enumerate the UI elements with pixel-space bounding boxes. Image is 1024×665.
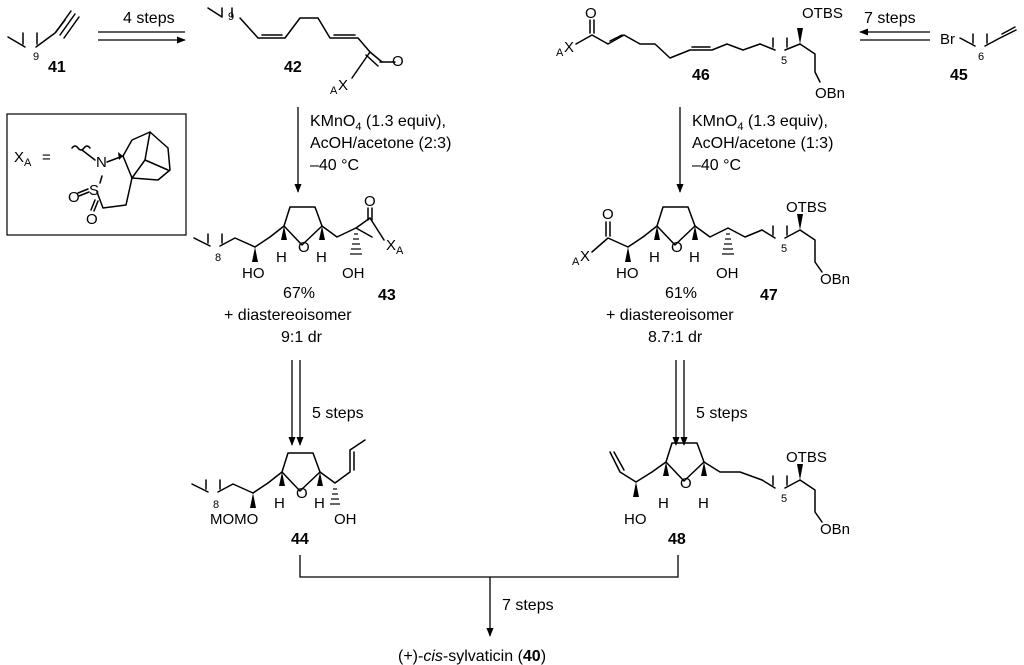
hydroxyl-label: HO [624, 511, 647, 528]
aux-subscript: A [556, 47, 564, 59]
aux-x: X [338, 77, 348, 94]
compound-41-structure: 9 41 [7, 10, 80, 76]
repeat-index: 8 [213, 499, 219, 511]
aux-label: XA [14, 149, 32, 169]
repeat-index: 6 [978, 51, 984, 63]
oxygen-atom: O [86, 211, 98, 228]
repeat-index: 9 [228, 11, 234, 23]
reagent-label: 7 steps [864, 10, 916, 27]
hydroxyl-label: OH [716, 265, 739, 282]
arrow-41-to-42: 4 steps [98, 10, 186, 44]
otbs-label: OTBS [786, 449, 827, 466]
ring-oxygen: O [671, 239, 683, 256]
diastereoisomer-47: + diastereoisomer [606, 307, 734, 324]
compound-44-structure: 8 MOMO O H H OH 44 [191, 439, 366, 548]
hydroxyl-label: OH [342, 265, 365, 282]
arrow-47-to-48: 5 steps [672, 360, 748, 446]
hydroxyl-label: HO [242, 265, 265, 282]
ring-oxygen: O [296, 485, 308, 502]
reagent-line-2: AcOH/acetone (2:3) [310, 135, 451, 152]
final-product-label: (+)-cis-sylvaticin (40) [398, 648, 546, 665]
reagent-label: 4 steps [123, 10, 175, 27]
reagent-label: 7 steps [502, 597, 554, 614]
hydroxyl-label: OH [334, 511, 357, 528]
repeat-index: 9 [33, 51, 39, 63]
auxiliary-box: XA = N S O O [6, 113, 187, 236]
aux-x: XA [386, 237, 404, 257]
compound-label-44: 44 [291, 531, 309, 548]
arrow-45-to-46: 7 steps [859, 10, 930, 41]
reagent-label: 5 steps [312, 405, 364, 422]
arrow-42-to-43: KMnO4 (1.3 equiv), AcOH/acetone (2:3) –4… [294, 107, 451, 193]
hydrogen-atom: H [276, 249, 287, 266]
aux-x: X [580, 248, 590, 265]
compound-label-47: 47 [760, 287, 778, 304]
obn-label: OBn [820, 521, 850, 538]
compound-48-structure: HO O H H 5 OTBS OBn 48 [609, 442, 850, 548]
compound-label-46: 46 [692, 67, 710, 84]
obn-label: OBn [815, 85, 845, 102]
otbs-label: OTBS [802, 5, 843, 22]
yield-43: 67% [283, 285, 315, 302]
aux-subscript: A [330, 85, 338, 97]
yield-47: 61% [665, 285, 697, 302]
arrow-43-to-44: 5 steps [288, 360, 364, 446]
repeat-index: 5 [781, 243, 787, 255]
hydrogen-atom: H [658, 495, 669, 512]
compound-47-structure: A X O HO O H H OH 5 OTBS OBn 47 61% + di… [572, 199, 850, 346]
equals-sign: = [42, 149, 51, 166]
compound-label-42: 42 [284, 59, 302, 76]
repeat-index: 8 [215, 252, 221, 264]
hydrogen-atom: H [689, 249, 700, 266]
hydrogen-atom: H [649, 249, 660, 266]
carbonyl-oxygen: O [602, 206, 614, 223]
aux-subscript: A [572, 256, 580, 268]
ring-oxygen: O [680, 475, 692, 492]
arrow-46-to-47: KMnO4 (1.3 equiv), AcOH/acetone (1:3) –4… [676, 107, 833, 193]
oxygen-atom: O [68, 189, 80, 206]
compound-43-structure: 8 HO O H H OH O XA 43 67% + diastereoiso… [193, 193, 404, 346]
aux-x: X [564, 39, 574, 56]
bromine-atom: Br [940, 31, 955, 48]
ring-oxygen: O [298, 239, 310, 256]
compound-label-48: 48 [668, 531, 686, 548]
dr-47: 8.7:1 dr [648, 329, 703, 346]
hydrogen-atom: H [698, 495, 709, 512]
repeat-index: 5 [781, 55, 787, 67]
otbs-label: OTBS [786, 199, 827, 216]
hydrogen-atom: H [316, 249, 327, 266]
oxygen-atom: O [392, 53, 404, 70]
compound-label-41: 41 [48, 59, 66, 76]
hydrogen-atom: H [314, 495, 325, 512]
compound-label-45: 45 [950, 67, 968, 84]
hydrogen-atom: H [274, 495, 285, 512]
reagent-line-3: –40 °C [310, 157, 359, 174]
reagent-line-1: KMnO4 (1.3 equiv), [692, 113, 828, 133]
compound-label-43: 43 [378, 287, 396, 304]
compound-45-structure: Br 6 45 [940, 26, 1017, 84]
reagent-label: 5 steps [696, 405, 748, 422]
compound-42-structure: 9 O A X 42 [207, 7, 404, 97]
reagent-line-2: AcOH/acetone (1:3) [692, 135, 833, 152]
sulfur-atom: S [89, 182, 99, 199]
mom-ether-label: MOMO [210, 511, 258, 528]
reagent-line-3: –40 °C [692, 157, 741, 174]
arrow-convergent: 7 steps [299, 555, 679, 637]
carbonyl-oxygen: O [364, 193, 376, 210]
hydroxyl-label: HO [616, 265, 639, 282]
repeat-index: 5 [781, 493, 787, 505]
carbonyl-oxygen: O [585, 5, 597, 22]
dr-43: 9:1 dr [281, 329, 323, 346]
obn-label: OBn [820, 271, 850, 288]
compound-46-structure: A X O 5 OTBS OBn 46 [556, 5, 845, 102]
reagent-line-1: KMnO4 (1.3 equiv), [310, 113, 446, 133]
nitrogen-atom: N [96, 154, 107, 171]
diastereoisomer-43: + diastereoisomer [224, 307, 352, 324]
